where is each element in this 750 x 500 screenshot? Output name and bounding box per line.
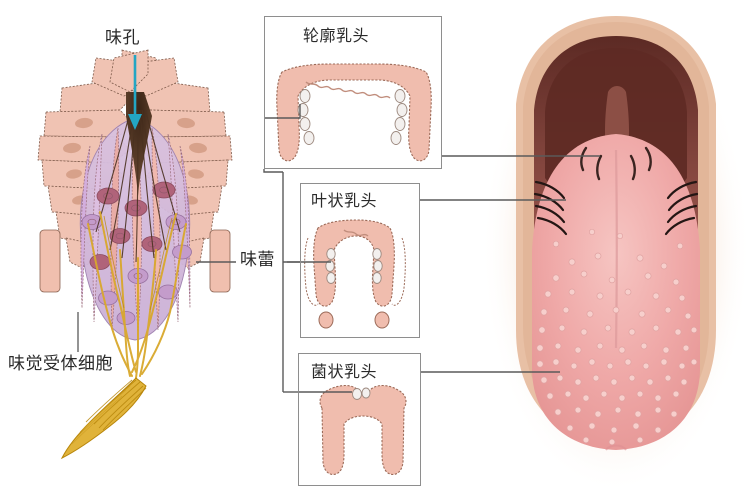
circumvallate-papillae-marks	[580, 146, 652, 181]
circumvallate-papilla-panel	[264, 16, 442, 169]
tongue-tip-notch	[605, 444, 627, 451]
taste-bud-cross-section	[37, 49, 233, 460]
foliate-papilla-art	[304, 219, 406, 329]
label-taste-bud: 味蕾	[240, 250, 275, 270]
tongue-in-mouth	[481, 5, 750, 495]
panel-label-fungiform: 菌状乳头	[311, 362, 378, 381]
circumvallate-papilla-art	[276, 63, 432, 162]
nerve-fibers	[87, 211, 187, 379]
foliate-papillae-right	[664, 180, 699, 236]
panel-label-circumvallate: 轮廓乳头	[303, 26, 370, 45]
fungiform-papilla-art	[319, 384, 407, 476]
panel-0-inner-leader	[264, 104, 301, 119]
label-taste-pore: 味孔	[105, 28, 140, 48]
epithelium-side-columns	[39, 229, 231, 293]
panel-taste-buds-2	[352, 387, 371, 400]
foliate-papilla-panel	[300, 183, 420, 338]
panel-taste-buds-1	[325, 248, 383, 284]
tongue-midline-sulcus	[614, 149, 618, 349]
fungiform-papilla-panel	[298, 353, 421, 486]
nerve-fiber-striations	[103, 215, 173, 311]
panel-label-foliate: 叶状乳头	[311, 191, 378, 210]
bracket-to-panel-0	[263, 169, 283, 173]
taste-pore-arrowhead	[128, 114, 142, 130]
fungiform-papillae-dots	[536, 228, 698, 446]
nerve-bundle-tail	[60, 377, 147, 460]
label-taste-receptor-cell: 味觉受体细胞	[8, 354, 113, 374]
leader-lines	[77, 55, 600, 393]
panel-taste-buds-0	[297, 89, 408, 145]
